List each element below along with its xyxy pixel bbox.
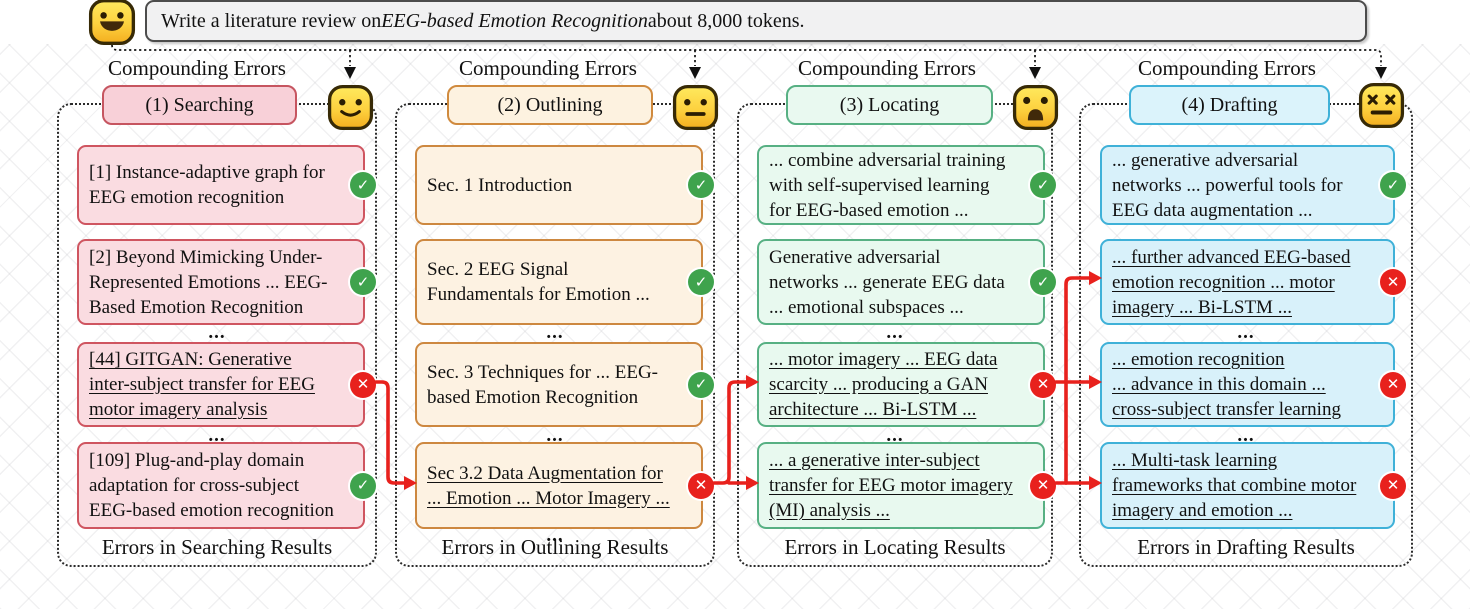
ellipsis: ...: [546, 525, 564, 546]
neutral-face-emoji: [672, 84, 719, 131]
stage-label-drafting: (4) Drafting: [1129, 85, 1330, 125]
drafting-column: (4) Drafting ... generative adversarial …: [1079, 85, 1413, 567]
located-snippet-error-2: ... a generative inter-subject transfer …: [757, 442, 1056, 529]
outline-item-error: Sec 3.2 Data Augmentation for ... Emotio…: [415, 442, 714, 529]
draft-passage-1: ... generative adversarial networks ... …: [1100, 145, 1406, 225]
stage-label-searching: (1) Searching: [102, 85, 297, 125]
located-snippet-1: ... combine adversarial training with se…: [757, 145, 1056, 225]
search-result-2: [2] Beyond Mimicking Under- Represented …: [77, 239, 376, 325]
search-result-3: [109] Plug-and-play domain adaptation fo…: [77, 442, 376, 529]
ellipsis: ...: [1237, 425, 1255, 446]
check-icon: ✓: [1030, 172, 1056, 198]
prompt-topic: EEG-based Emotion Recognition: [381, 9, 648, 32]
locating-column: (3) Locating ... combine adversarial tra…: [737, 85, 1056, 567]
stage-label-outlining: (2) Outlining: [447, 85, 653, 125]
grinning-face-emoji: [88, 0, 136, 46]
outlining-column: (2) Outlining Sec. 1 Introduction ✓ Sec.…: [395, 85, 715, 567]
ellipsis: ...: [546, 322, 564, 343]
ellipsis: ...: [886, 425, 904, 446]
check-icon: ✓: [688, 371, 714, 398]
outline-item-2: Sec. 2 EEG Signal Fundamentals for Emoti…: [415, 239, 714, 325]
cross-icon: ✕: [350, 371, 376, 398]
searching-footer: Errors in Searching Results: [101, 535, 333, 559]
ellipsis: ...: [208, 425, 226, 446]
cross-icon: ✕: [1030, 371, 1056, 398]
prompt-prefix: Write a literature review on: [161, 9, 382, 32]
ellipsis: ...: [546, 425, 564, 446]
outline-item-1: Sec. 1 Introduction ✓: [415, 145, 714, 225]
check-icon: ✓: [350, 472, 376, 499]
check-icon: ✓: [688, 269, 714, 295]
locating-footer: Errors in Locating Results: [784, 535, 1006, 559]
located-snippet-error-1: ... motor imagery ... EEG data scarcity …: [757, 342, 1056, 427]
ellipsis: ...: [886, 322, 904, 343]
check-icon: ✓: [1030, 269, 1056, 295]
dizzy-face-emoji: [1358, 82, 1405, 129]
cross-icon: ✕: [1380, 472, 1406, 499]
draft-passage-error-2: ... emotion recognition ... advance in t…: [1100, 342, 1406, 427]
cross-icon: ✕: [1030, 472, 1056, 499]
outline-item-3: Sec. 3 Techniques for ... EEG- based Emo…: [415, 342, 714, 427]
compounding-errors-label-2: Compounding Errors: [459, 56, 637, 80]
search-result-error: [44] GITGAN: Generative inter-subject tr…: [77, 342, 376, 427]
draft-passage-error-1: ... further advanced EEG-based emotion r…: [1100, 239, 1406, 325]
search-result-1: [1] Instance-adaptive graph for EEG emot…: [77, 145, 376, 225]
anguished-face-emoji: [1012, 84, 1059, 131]
check-icon: ✓: [688, 172, 714, 198]
draft-passage-error-3: ... Multi-task learning frameworks that …: [1100, 442, 1406, 529]
cross-icon: ✕: [1380, 269, 1406, 295]
check-icon: ✓: [350, 172, 376, 198]
stage-label-locating: (3) Locating: [786, 85, 993, 125]
compounding-errors-label-4: Compounding Errors: [1138, 56, 1316, 80]
cross-icon: ✕: [688, 472, 714, 499]
ellipsis: ...: [1237, 322, 1255, 343]
searching-column: (1) Searching [1] Instance-adaptive grap…: [57, 85, 377, 567]
ellipsis: ...: [208, 322, 226, 343]
outlining-footer: Errors in Outlining Results: [441, 535, 669, 559]
compounding-errors-label-1: Compounding Errors: [108, 56, 286, 80]
drafting-footer: Errors in Drafting Results: [1137, 535, 1355, 559]
located-snippet-2: Generative adversarial networks ... gene…: [757, 239, 1056, 325]
user-prompt-bubble: Write a literature review on EEG-based E…: [145, 0, 1367, 42]
slightly-smiling-face-emoji: [327, 84, 374, 131]
check-icon: ✓: [1380, 172, 1406, 198]
check-icon: ✓: [350, 269, 376, 295]
cross-icon: ✕: [1380, 371, 1406, 398]
prompt-suffix: about 8,000 tokens.: [647, 9, 805, 32]
compounding-errors-label-3: Compounding Errors: [798, 56, 976, 80]
